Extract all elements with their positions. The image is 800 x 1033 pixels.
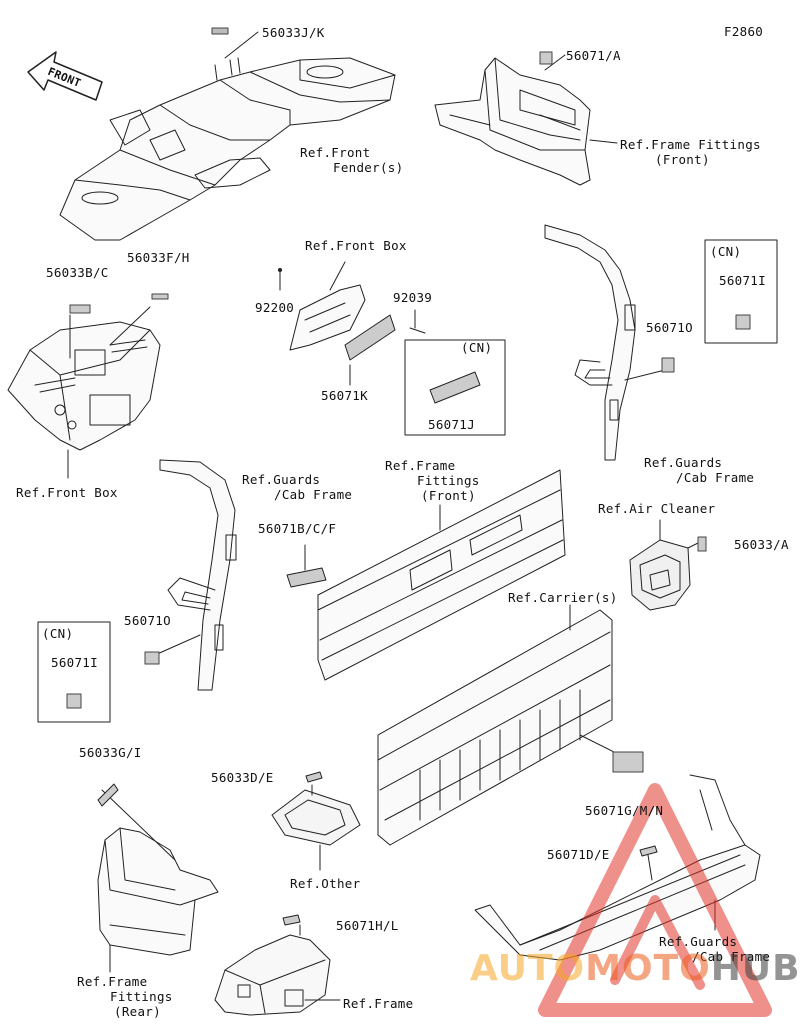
cn-label-left: (CN) [42, 626, 74, 641]
label-sticker-icon [144, 651, 160, 665]
label-sticker-icon [735, 314, 751, 330]
ref-guards-cab-left-line2[interactable]: /Cab Frame [274, 487, 353, 502]
part-number-56071k[interactable]: 56071K [321, 388, 368, 403]
ref-front-fenders-line1[interactable]: Ref.Front [300, 145, 371, 160]
part-number-56071o-left[interactable]: 56071O [124, 613, 171, 628]
label-sticker-icon [612, 751, 644, 773]
cn-box-left [37, 621, 111, 723]
ref-frame-fittings-front-top-line1[interactable]: Ref.Frame Fittings [620, 137, 761, 152]
part-number-56071a[interactable]: 56071/A [566, 48, 621, 63]
frame-fittings-front-mid-drawing [317, 469, 566, 681]
front-box-drawing [278, 261, 426, 386]
label-sticker-icon [282, 914, 301, 926]
frame-fittings-rear-drawing [97, 789, 219, 973]
label-sticker-icon [211, 27, 229, 35]
part-number-56071i-right[interactable]: 56071I [719, 273, 766, 288]
right-guard-cab-drawing [544, 224, 666, 461]
part-number-92200[interactable]: 92200 [255, 300, 295, 315]
part-number-56071i-left[interactable]: 56071I [51, 655, 98, 670]
ref-air-cleaner[interactable]: Ref.Air Cleaner [598, 501, 716, 516]
part-number-56071o-right[interactable]: 56071O [646, 320, 693, 335]
cn-label-mid: (CN) [461, 340, 493, 355]
part-number-56033de[interactable]: 56033D/E [211, 770, 274, 785]
ref-other[interactable]: Ref.Other [290, 876, 361, 891]
air-cleaner-drawing [629, 519, 699, 611]
label-sticker-icon [697, 536, 707, 552]
watermark-part1: AUTO [470, 948, 586, 989]
ref-carriers[interactable]: Ref.Carrier(s) [508, 590, 618, 605]
cn-box-mid [404, 339, 506, 436]
label-sticker-icon [539, 51, 553, 65]
part-number-56033bc[interactable]: 56033B/C [46, 265, 109, 280]
part-number-56071j[interactable]: 56071J [428, 417, 475, 432]
ref-frame-bottom[interactable]: Ref.Frame [343, 996, 414, 1011]
ref-guards-cab-bottom-line1[interactable]: Ref.Guards [659, 934, 738, 949]
part-number-56071hl[interactable]: 56071H/L [336, 918, 399, 933]
ref-front-box-left[interactable]: Ref.Front Box [16, 485, 118, 500]
ref-guards-cab-bottom-line2[interactable]: /Cab Frame [692, 949, 771, 964]
ref-guards-cab-right-line2[interactable]: /Cab Frame [676, 470, 755, 485]
label-sticker-icon [639, 845, 658, 857]
other-tray-drawing [271, 784, 361, 871]
part-number-56033jk[interactable]: 56033J/K [262, 25, 325, 40]
label-sticker-icon [69, 304, 91, 314]
watermark-part2: MOTO [585, 948, 711, 989]
cn-box-right [704, 239, 778, 344]
part-number-56071bcf[interactable]: 56071B/C/F [258, 521, 337, 536]
part-number-56071de[interactable]: 56071D/E [547, 847, 610, 862]
figure-code: F2860 [724, 24, 764, 39]
label-sticker-icon [661, 357, 675, 373]
ref-frame-fittings-front-mid-line1[interactable]: Ref.Frame [385, 458, 456, 473]
left-guard-cab-drawing [154, 459, 237, 691]
part-number-92039[interactable]: 92039 [393, 290, 433, 305]
watermark-part3: HUB [710, 948, 800, 989]
label-sticker-icon [305, 771, 323, 783]
ref-frame-fittings-front-mid-line3[interactable]: (Front) [421, 488, 476, 503]
ref-frame-fittings-front-mid-line2[interactable]: Fittings [417, 473, 480, 488]
label-sticker-icon [66, 693, 82, 709]
front-arrow-icon [27, 51, 103, 101]
label-sticker-icon [286, 567, 327, 588]
ref-frame-fittings-rear-line2[interactable]: Fittings [110, 989, 173, 1004]
front-floor-fender-drawing [59, 31, 396, 241]
label-sticker-icon [97, 783, 119, 807]
label-sticker-icon [151, 293, 169, 300]
part-number-56071gmn[interactable]: 56071G/M/N [585, 803, 664, 818]
watermark-text: AUTOMOTOHUB [470, 948, 800, 989]
frame-bottom-drawing [214, 924, 341, 1016]
ref-frame-fittings-front-top-line2[interactable]: (Front) [655, 152, 710, 167]
ref-frame-fittings-rear-line3[interactable]: (Rear) [114, 1004, 161, 1019]
frame-fittings-front-top-drawing [434, 54, 618, 186]
label-sticker-icon [429, 371, 481, 404]
ref-front-fenders-line2[interactable]: Fender(s) [333, 160, 404, 175]
part-number-56033fh[interactable]: 56033F/H [127, 250, 190, 265]
watermark-logo-icon [538, 783, 772, 1017]
cn-label-right: (CN) [710, 244, 742, 259]
ref-front-box-mid[interactable]: Ref.Front Box [305, 238, 407, 253]
part-number-56033a[interactable]: 56033/A [734, 537, 789, 552]
ref-guards-cab-left-line1[interactable]: Ref.Guards [242, 472, 321, 487]
front-dashboard-drawing [7, 306, 161, 479]
ref-frame-fittings-rear-line1[interactable]: Ref.Frame [77, 974, 148, 989]
part-number-56033gi[interactable]: 56033G/I [79, 745, 142, 760]
ref-guards-cab-right-line1[interactable]: Ref.Guards [644, 455, 723, 470]
